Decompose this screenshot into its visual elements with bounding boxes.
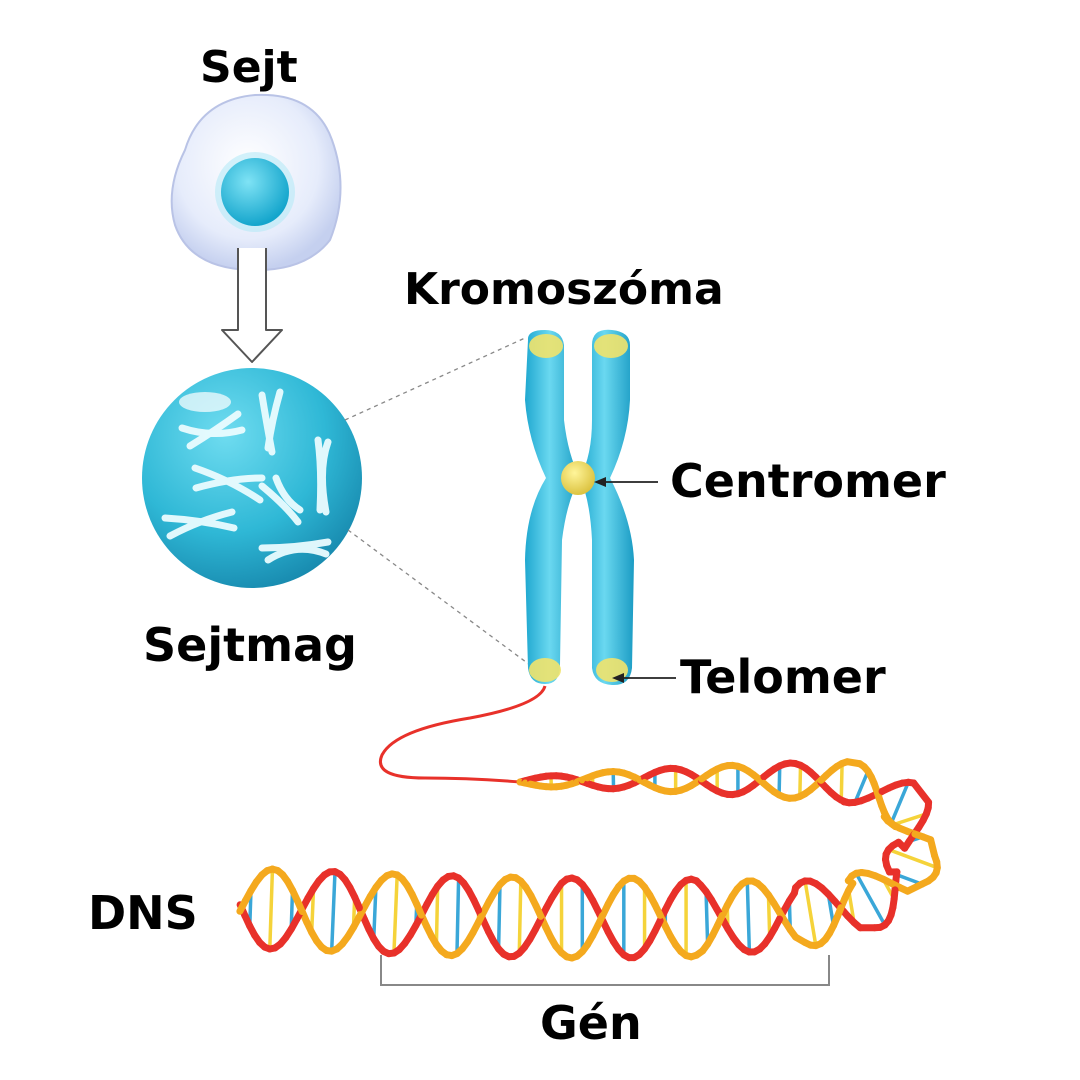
dna-segment [798, 763, 803, 799]
cell-nucleus-icon [221, 158, 289, 226]
dna-label: DNS [88, 886, 198, 940]
dna-segment [392, 873, 399, 955]
chromosome-illustration [525, 329, 634, 686]
dna-segment [745, 879, 752, 954]
dna-segment [803, 879, 818, 948]
dna-helix-illustration [236, 758, 941, 962]
telomere-bottom-left [529, 658, 561, 682]
chromosome-label: Kromoszóma [404, 264, 724, 315]
nucleus-illustration [142, 368, 362, 588]
down-arrow-icon [221, 248, 283, 363]
dna-segment [766, 893, 772, 939]
dna-segment [517, 879, 523, 955]
dna-segment [886, 847, 940, 870]
gene-bracket [380, 955, 830, 986]
zoom-guide-lines [344, 337, 531, 666]
dna-segment [371, 885, 378, 941]
dna-segment [891, 812, 929, 827]
telomere-top-left [529, 334, 563, 358]
dna-segment [236, 897, 249, 915]
dna-segment [854, 871, 887, 927]
label-pointers [594, 477, 676, 683]
dna-segment [329, 869, 337, 953]
dna-segment [455, 876, 461, 956]
dna-segment [268, 867, 275, 951]
telomere-label: Telomer [680, 650, 886, 704]
telomere-top-right [594, 334, 628, 358]
dna-segment [889, 780, 911, 826]
gene-label: Gén [540, 996, 642, 1050]
dna-segment [496, 882, 502, 951]
chromatin-fibre [379, 685, 547, 784]
nucleus-label: Sejtmag [143, 618, 357, 672]
dna-segment [434, 884, 440, 947]
centromere-label: Centromer [670, 454, 946, 508]
cell-label: Sejt [200, 42, 298, 93]
dna-segment [910, 779, 933, 806]
dna-segment [704, 889, 710, 946]
dna-segment [853, 769, 870, 805]
cell-illustration [170, 93, 342, 272]
dna-segment [777, 764, 782, 797]
centromere-icon [561, 461, 595, 495]
dna-segment [839, 761, 844, 802]
